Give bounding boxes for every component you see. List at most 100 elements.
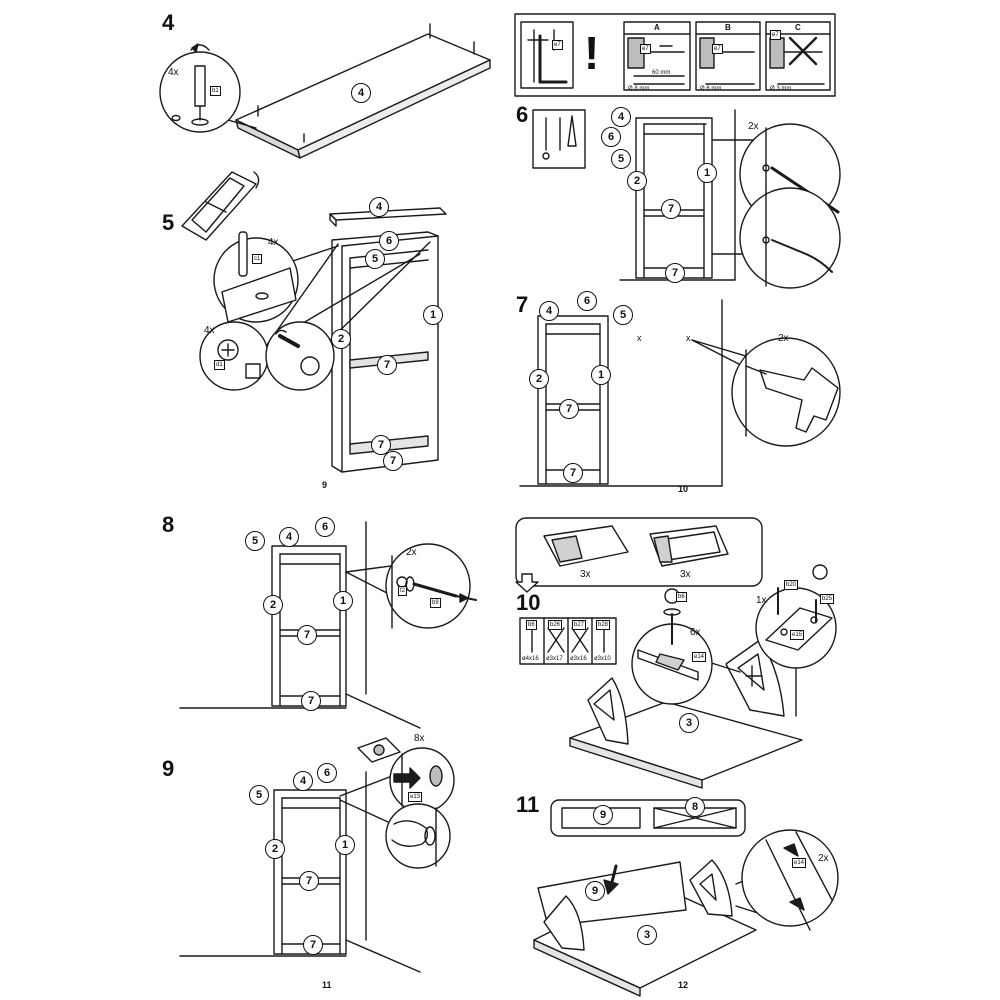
- part-callout-2: 2: [265, 839, 285, 859]
- part-callout-9: 9: [593, 805, 613, 825]
- part-callout-7: 7: [299, 871, 319, 891]
- hardware-code-f2: f2: [398, 586, 408, 596]
- part-callout-6: 6: [379, 231, 399, 251]
- step-number-9: 9: [162, 756, 175, 781]
- part-callout-7: 7: [303, 935, 323, 955]
- drill-mark: x: [637, 333, 642, 343]
- step10-drawing: [515, 517, 803, 789]
- hardware-code-e7: e7: [640, 44, 651, 54]
- step5-cam-zoom-left: [199, 321, 269, 391]
- page-number-12: 12: [678, 980, 689, 990]
- part-callout-6: 6: [577, 291, 597, 311]
- part-callout-6: 6: [601, 127, 621, 147]
- hardware-code-b1: b1: [210, 86, 221, 96]
- part-callout-6: 6: [315, 517, 335, 537]
- hardware-code-e7: e7: [552, 40, 563, 50]
- part-callout-4: 4: [351, 83, 371, 103]
- step5-dowel-zoom: [213, 231, 299, 323]
- step-number-6: 6: [516, 102, 529, 127]
- part-callout-2: 2: [627, 171, 647, 191]
- hardware-code-e14: e14: [792, 858, 807, 868]
- step4-panel-drawing: [213, 23, 491, 159]
- step6-drawing: [532, 109, 761, 281]
- step-number-5: 5: [162, 210, 175, 235]
- step11-drawing: [533, 799, 781, 997]
- part-callout-1: 1: [591, 365, 611, 385]
- hardware-code-e7: e7: [770, 30, 781, 40]
- hardware-code-e7: e7: [712, 44, 723, 54]
- part-callout-7: 7: [661, 199, 681, 219]
- step6-screwdriver-zoom-bottom: [739, 187, 841, 289]
- hardware-code-b26: b26: [548, 620, 563, 630]
- quantity-label: 4x: [204, 325, 215, 336]
- step4-zoom-circle: [159, 43, 241, 133]
- option-a-label: A: [654, 23, 660, 32]
- step5-cam-zoom-right: [265, 321, 335, 391]
- step-number-8: 8: [162, 512, 175, 537]
- part-callout-5: 5: [613, 305, 633, 325]
- hardware-code-b28: b28: [596, 620, 611, 630]
- screw-size-label: ø4x16: [522, 656, 539, 662]
- quantity-label: 2x: [748, 121, 759, 132]
- part-callout-7: 7: [559, 399, 579, 419]
- part-callout-7: 7: [371, 435, 391, 455]
- page-number-10: 10: [678, 484, 689, 494]
- part-callout-4: 4: [279, 527, 299, 547]
- quantity-label: 6x: [690, 627, 701, 638]
- part-callout-7: 7: [665, 263, 685, 283]
- quantity-label: 8x: [414, 733, 425, 744]
- part-callout-8: 8: [685, 797, 705, 817]
- part-callout-5: 5: [365, 249, 385, 269]
- step11-hinge-zoom: [741, 829, 839, 931]
- step7-drawing: [519, 299, 767, 487]
- step9-thumb-zoom: [385, 803, 451, 869]
- drill-size-label: Ø 3 mm: [770, 86, 792, 92]
- part-callout-5: 5: [611, 149, 631, 169]
- part-callout-4: 4: [611, 107, 631, 127]
- quantity-label: 3x: [680, 569, 691, 580]
- step5-cabinet-drawing: [181, 171, 447, 473]
- part-callout-9: 9: [585, 881, 605, 901]
- screw-size-label: ø3x17: [546, 656, 563, 662]
- option-c-label: C: [795, 23, 801, 32]
- quantity-label: 3x: [580, 569, 591, 580]
- warning-exclamation: !: [584, 27, 600, 79]
- step-number-7: 7: [516, 292, 529, 317]
- hardware-code-b20: b20: [784, 580, 799, 590]
- part-callout-1: 1: [423, 305, 443, 325]
- hardware-code-e14: e14: [692, 652, 707, 662]
- part-callout-7: 7: [563, 463, 583, 483]
- part-callout-3: 3: [637, 925, 657, 945]
- screw-size-label: ø3x10: [594, 656, 611, 662]
- step7-drill-zoom: [731, 337, 841, 447]
- part-callout-6: 6: [317, 763, 337, 783]
- part-callout-4: 4: [293, 771, 313, 791]
- part-callout-4: 4: [369, 197, 389, 217]
- part-callout-2: 2: [529, 369, 549, 389]
- drill-size-label: Ø 6 mm: [700, 86, 722, 92]
- hardware-code-b25: b25: [820, 594, 835, 604]
- part-callout-7: 7: [301, 691, 321, 711]
- part-callout-2: 2: [331, 329, 351, 349]
- step10-bracket-zoom: [631, 588, 713, 705]
- option-b-label: B: [725, 23, 731, 32]
- step8-screw-zoom: [385, 543, 477, 629]
- drill-size-label: Ø 8 mm: [628, 86, 650, 92]
- quantity-label: 2x: [818, 853, 829, 864]
- quantity-label: 1x: [756, 595, 767, 606]
- hardware-code-b27: b27: [572, 620, 587, 630]
- part-callout-1: 1: [335, 835, 355, 855]
- step8-drawing: [179, 521, 421, 729]
- page-number-9: 9: [322, 480, 328, 490]
- step9-cap-zoom: [389, 747, 455, 813]
- quantity-label: 4x: [268, 237, 279, 248]
- hardware-code-e15: e15: [790, 630, 805, 640]
- part-callout-7: 7: [297, 625, 317, 645]
- part-callout-4: 4: [539, 301, 559, 321]
- hardware-code-d1: d1: [214, 360, 225, 370]
- hardware-code-b9: b9: [430, 598, 441, 608]
- hardware-code-e13: e13: [408, 792, 423, 802]
- screw-size-label: ø3x16: [570, 656, 587, 662]
- hardware-code-b6: b6: [526, 620, 537, 630]
